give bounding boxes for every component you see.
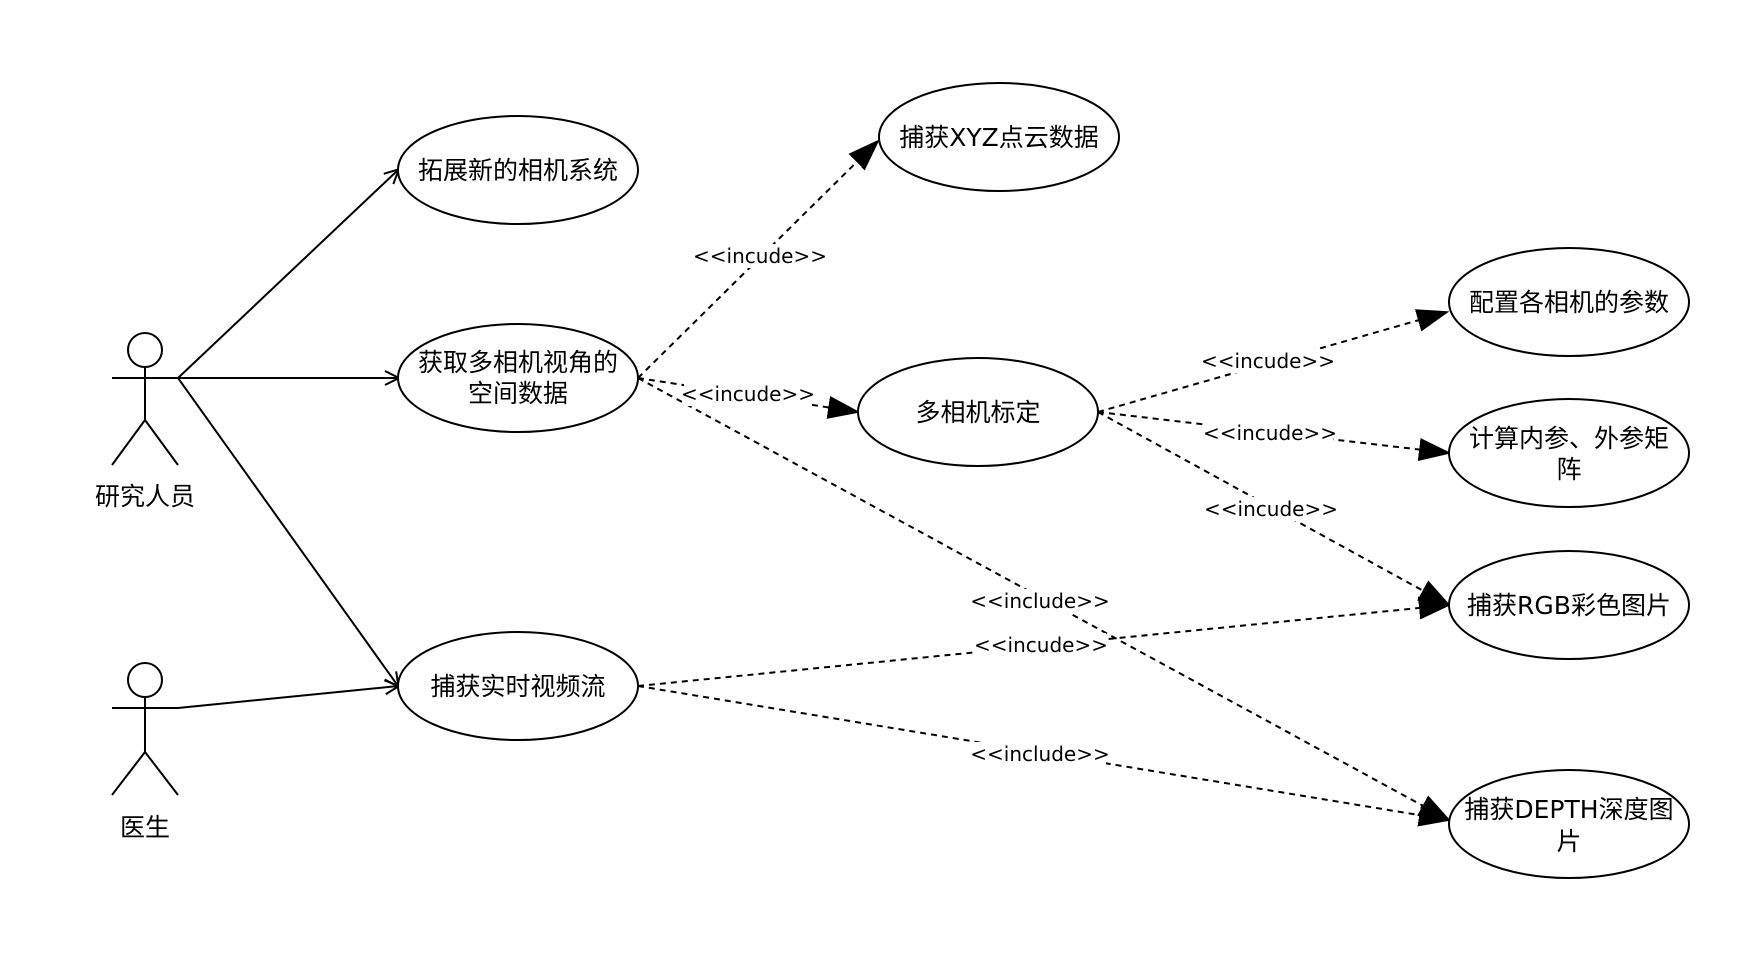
usecase-extend-camera: 拓展新的相机系统	[397, 115, 639, 225]
actor-researcher-head	[127, 332, 163, 368]
usecase-config-params-label: 配置各相机的参数	[1469, 288, 1669, 317]
usecase-capture-xyz-label: 捕获XYZ点云数据	[899, 123, 1099, 152]
actor-doctor: 医生	[111, 662, 179, 842]
label-calib-matrix: <<incude>>	[1203, 421, 1337, 445]
actor-doctor-leg-left	[111, 751, 146, 796]
actor-doctor-head	[127, 662, 163, 698]
usecase-get-spatial-data-label-2: 空间数据	[468, 379, 568, 408]
actor-researcher-leg-left	[111, 419, 146, 466]
actor-researcher-label: 研究人员	[95, 482, 195, 511]
usecase-compute-matrix-label-2: 阵	[1556, 455, 1581, 484]
usecase-capture-depth-label-1: 捕获DEPTH深度图	[1464, 795, 1673, 824]
usecase-compute-matrix: 计算内参、外参矩 阵	[1448, 398, 1690, 508]
usecase-get-spatial-data-label-1: 获取多相机视角的	[418, 348, 618, 377]
usecase-capture-rgb-label: 捕获RGB彩色图片	[1467, 591, 1671, 620]
usecase-capture-depth: 捕获DEPTH深度图 片	[1448, 769, 1690, 879]
label-spatial-calib: <<incude>>	[681, 382, 815, 406]
actor-doctor-leg-right	[144, 751, 179, 796]
usecase-capture-video-label: 捕获实时视频流	[430, 672, 605, 701]
usecase-capture-video: 捕获实时视频流	[397, 631, 639, 741]
actor-researcher: 研究人员	[95, 332, 195, 511]
actor-doctor-label: 医生	[120, 813, 170, 842]
usecase-capture-rgb: 捕获RGB彩色图片	[1448, 550, 1690, 660]
relation-labels: <<incude>> <<incude>> <<incude>> <<incud…	[681, 244, 1338, 766]
usecase-capture-xyz: 捕获XYZ点云数据	[878, 82, 1120, 192]
assoc-doctor-video	[177, 686, 398, 709]
usecase-extend-camera-label: 拓展新的相机系统	[418, 156, 618, 185]
label-calib-config: <<incude>>	[1201, 349, 1335, 373]
usecase-compute-matrix-label-1: 计算内参、外参矩	[1469, 424, 1669, 453]
actor-researcher-leg-right	[144, 419, 179, 466]
label-spatial-depth: <<include>>	[970, 589, 1110, 613]
label-video-rgb: <<incude>>	[974, 633, 1108, 657]
label-calib-rgb: <<incude>>	[1204, 497, 1338, 521]
usecase-get-spatial-data: 获取多相机视角的 空间数据	[397, 323, 639, 433]
label-video-depth: <<include>>	[970, 742, 1110, 766]
assoc-researcher-extend	[177, 170, 398, 379]
usecase-multi-camera-calibration-label: 多相机标定	[915, 398, 1040, 427]
usecase-config-params: 配置各相机的参数	[1448, 247, 1690, 357]
assoc-researcher-video	[177, 377, 398, 686]
usecase-multi-camera-calibration: 多相机标定	[857, 357, 1099, 467]
label-spatial-xyz: <<incude>>	[693, 244, 827, 268]
usecase-capture-depth-label-2: 片	[1556, 827, 1581, 856]
